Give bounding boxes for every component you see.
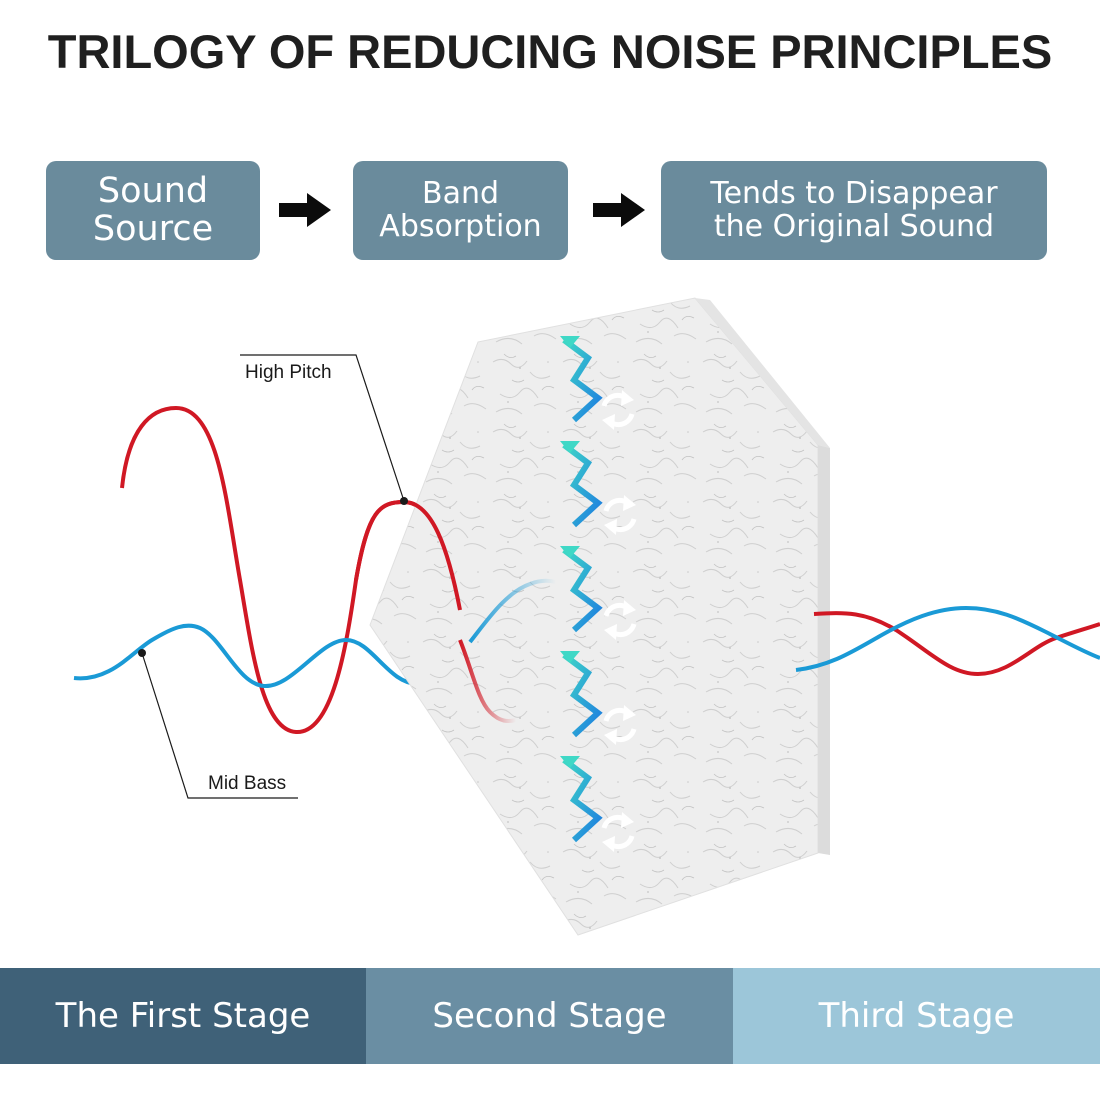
step-band-absorption: Band Absorption [353, 161, 568, 260]
high-pitch-wave-reduced [813, 611, 1100, 677]
arrow-right-icon [279, 193, 331, 227]
step-label-line: Tends to Disappear [710, 176, 998, 212]
high-pitch-leader [240, 354, 405, 502]
stage-first: The First Stage [0, 968, 366, 1064]
mid-bass-leader [141, 652, 298, 799]
arrow-right-icon [593, 193, 645, 227]
high-pitch-label: High Pitch [245, 362, 332, 383]
step-disappear-sound: Tends to Disappear the Original Sound [661, 161, 1047, 260]
stage-bar: The First Stage Second Stage Third Stage [0, 968, 1100, 1064]
step-label-line: the Original Sound [713, 208, 995, 244]
step-label-line: Absorption [379, 208, 542, 244]
step-sound-source: Sound Source [46, 161, 260, 260]
stage-third: Third Stage [733, 968, 1100, 1064]
stage-second: Second Stage [366, 968, 733, 1064]
mid-bass-wave-reduced [795, 605, 1100, 672]
mid-bass-label: Mid Bass [208, 773, 287, 794]
page-title: TRILOGY OF REDUCING NOISE PRINCIPLES [47, 25, 1053, 78]
step-label-line: Sound [97, 170, 209, 211]
step-label-line: Source [92, 208, 214, 249]
step-label-line: Band [421, 176, 500, 212]
noise-absorption-diagram [73, 297, 1100, 936]
